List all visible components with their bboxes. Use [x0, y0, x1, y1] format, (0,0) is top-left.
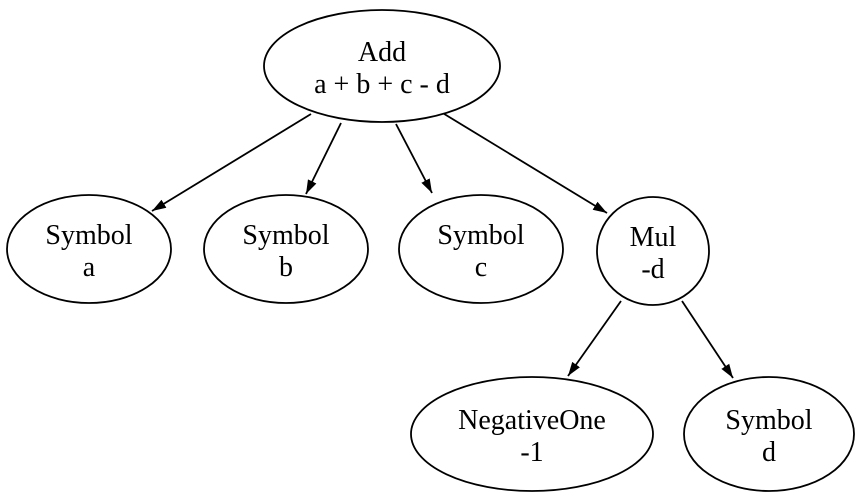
node-mul: Mul-d	[596, 196, 710, 306]
edge-mul-to-negativeone	[567, 300, 622, 377]
node-symbol-d-ellipse	[683, 376, 855, 492]
node-negativeone-ellipse	[410, 376, 654, 492]
edge-add-to-symbol-a	[151, 113, 312, 212]
edge-add-to-symbol-c	[395, 123, 433, 194]
node-symbol-a-ellipse	[6, 194, 172, 304]
node-add-title: Add	[358, 37, 406, 68]
node-symbol-a-subtitle: a	[83, 252, 96, 283]
edge-mul-to-symbol-d	[681, 300, 734, 379]
node-symbol-c-ellipse	[398, 194, 564, 304]
node-mul-ellipse	[596, 196, 710, 306]
node-symbol-b-ellipse	[203, 194, 369, 304]
node-symbol-a-title: Symbol	[45, 220, 132, 251]
edge-layer	[151, 111, 734, 379]
node-negativeone: NegativeOne-1	[410, 376, 654, 492]
node-add-ellipse	[263, 9, 501, 123]
node-add-subtitle: a + b + c - d	[314, 69, 450, 100]
node-mul-subtitle: -d	[641, 254, 664, 285]
node-symbol-d-subtitle: d	[762, 437, 776, 468]
node-symbol-b-title: Symbol	[242, 220, 329, 251]
node-negativeone-subtitle: -1	[520, 437, 543, 468]
edge-add-to-mul	[440, 111, 608, 214]
node-symbol-d-title: Symbol	[725, 405, 812, 436]
node-symbol-b-subtitle: b	[279, 252, 293, 283]
node-symbol-c-subtitle: c	[475, 252, 487, 283]
node-symbol-c-title: Symbol	[437, 220, 524, 251]
node-mul-title: Mul	[630, 222, 677, 253]
edge-add-to-symbol-b	[305, 122, 342, 195]
node-negativeone-title: NegativeOne	[458, 405, 606, 436]
